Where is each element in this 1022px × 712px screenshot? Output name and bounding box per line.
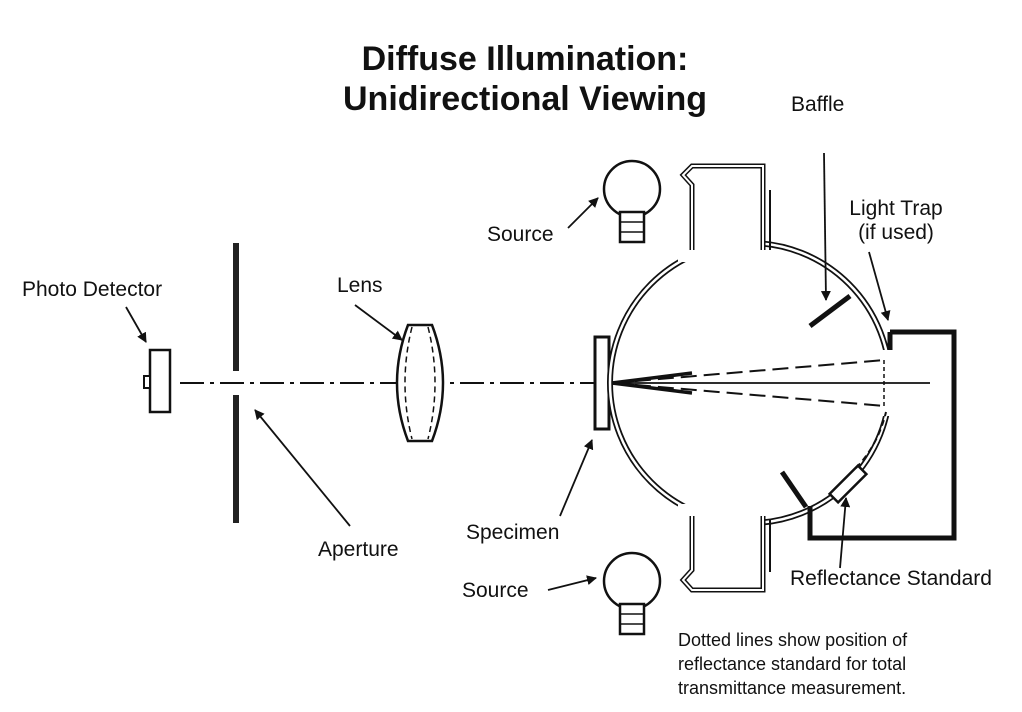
title-line-2: Unidirectional Viewing — [343, 80, 707, 118]
baffle-lower — [779, 470, 809, 509]
note-line-1: Dotted lines show position of — [678, 630, 908, 650]
specimen-leader — [559, 439, 594, 517]
aperture-label: Aperture — [318, 538, 399, 561]
aperture — [233, 243, 239, 523]
specimen-label: Specimen — [466, 521, 560, 544]
source-bottom-leader — [547, 575, 597, 591]
baffle-leader — [820, 152, 831, 301]
top-source-bulb — [602, 159, 662, 244]
source-top-label: Source — [487, 223, 554, 246]
leader-arrows — [125, 152, 891, 591]
bottom-source-bulb — [602, 551, 662, 636]
title-line-1: Diffuse Illumination: — [361, 40, 689, 78]
note-line-3: transmittance measurement. — [678, 678, 907, 698]
top-source-port — [679, 163, 771, 250]
light-trap-leader — [868, 251, 891, 321]
aperture-leader — [254, 409, 351, 527]
note-line-2: reflectance standard for total — [678, 654, 907, 674]
reflectance-standard-label: Reflectance Standard — [790, 567, 992, 590]
beam-lines — [611, 359, 930, 407]
lens — [395, 323, 445, 443]
light-trap-label-line-2: (if used) — [858, 221, 934, 244]
light-trap — [807, 329, 957, 541]
photo-detector — [143, 348, 172, 414]
lens-leader — [354, 304, 403, 341]
source-top-leader — [567, 197, 599, 229]
reflectance-standard-leader — [839, 497, 851, 569]
light-trap-label-line-1: Light Trap — [849, 197, 943, 220]
reflectance-standard — [827, 411, 887, 505]
bottom-source-port — [679, 516, 771, 593]
source-bottom-label: Source — [462, 579, 529, 602]
photo-detector-leader — [125, 306, 147, 343]
specimen — [593, 335, 611, 431]
baffle-label: Baffle — [791, 93, 845, 116]
baffle-upper — [808, 294, 852, 328]
lens-label: Lens — [337, 274, 383, 297]
photo-detector-label: Photo Detector — [22, 278, 163, 301]
